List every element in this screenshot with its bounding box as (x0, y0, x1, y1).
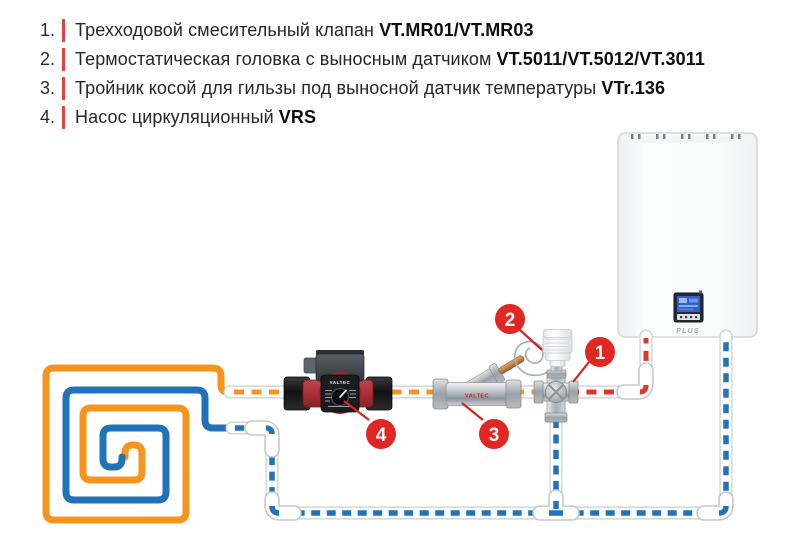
legend-description: Тройник косой для гильзы под выносной да… (75, 78, 597, 98)
coil-return-line (62, 386, 238, 504)
valve-left-nut (533, 380, 544, 404)
circulation-pump: VALTEC (283, 350, 393, 414)
legend-red-bar (62, 77, 65, 100)
leader-2 (519, 329, 543, 351)
boiler-control-panel (673, 290, 704, 323)
legend-item-2: 2. Термостатическая головка с выносным д… (0, 45, 705, 74)
head-cap (542, 329, 573, 338)
legend-number: 4. (39, 107, 55, 127)
legend-description: Термостатическая головка с выносным датч… (75, 49, 492, 69)
callout-circles: 1 2 3 4 (366, 304, 615, 449)
head-ridges (545, 338, 570, 351)
panel-indicator (699, 290, 702, 294)
legend-red-bar (62, 48, 65, 71)
callout-number-2: 2 (505, 310, 516, 331)
legend-description: Трехходовой смесительный клапан (75, 20, 375, 40)
boiler-buttons (677, 314, 700, 320)
callout-circle-4 (366, 419, 396, 449)
legend-number: 2. (39, 49, 55, 69)
legend-number: 1. (39, 20, 55, 40)
remote-sensor-probe (498, 355, 525, 374)
tee-right-nut (505, 379, 522, 409)
valve-bottom-nut (544, 412, 568, 423)
callout-circle-3 (479, 419, 509, 449)
legend-model-code: VT.MR01/VT.MR03 (379, 20, 534, 40)
capillary-tube-coil (514, 340, 550, 377)
pipe-fittings (244, 362, 734, 521)
callouts: 1 2 3 4 (343, 304, 615, 449)
callout-number-4: 4 (376, 425, 387, 446)
legend-text: Тройник косой для гильзы под выносной да… (75, 78, 665, 99)
legend-model-code: VTr.136 (601, 78, 666, 98)
mixing-valve (533, 365, 579, 423)
legend-model-code: VT.5011/VT.5012/VT.3011 (496, 49, 705, 69)
pump-spec-text (325, 390, 356, 407)
callout-leader-lines (343, 329, 590, 421)
valve-right-nut (568, 380, 579, 404)
leader-4 (343, 400, 370, 421)
callout-circle-2 (495, 304, 525, 334)
boiler-body (617, 132, 758, 338)
tee-brand-label: VALTEC (465, 394, 489, 400)
legend-red-bar (62, 106, 65, 129)
callout-number-3: 3 (489, 425, 500, 446)
boiler-vents (631, 134, 741, 139)
boiler: PLUS (617, 132, 758, 338)
legend-description: Насос циркуляционный (75, 107, 274, 127)
legend-number: 3. (39, 78, 55, 98)
leader-3 (461, 402, 484, 421)
pump-brand-label: VALTEC (330, 380, 351, 385)
leader-1 (572, 361, 590, 383)
boiler-model-label: PLUS (676, 328, 699, 335)
callout-number-1: 1 (595, 343, 606, 364)
legend-text: Термостатическая головка с выносным датч… (75, 49, 705, 70)
legend-model-code: VRS (278, 107, 317, 127)
callout-circle-1 (585, 337, 615, 367)
boiler-top-face (621, 136, 754, 143)
thermostatic-head (542, 329, 573, 367)
legend-item-3: 3. Тройник косой для гильзы под выносной… (0, 74, 705, 103)
floor-heating-coil (42, 364, 238, 524)
legend-red-bar (62, 19, 65, 42)
coil-supply-line (42, 364, 238, 524)
oblique-tee-sensor: VALTEC (432, 340, 550, 410)
